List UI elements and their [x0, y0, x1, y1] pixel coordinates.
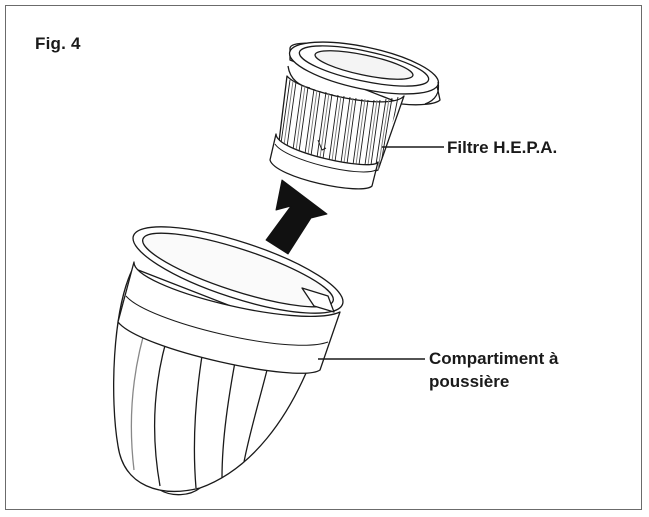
- dust-compartment-opening-inner: [142, 232, 334, 308]
- dust-compartment-collar: [117, 261, 341, 374]
- hepa-filter-icon: [269, 41, 441, 190]
- callout-hepa-filter: Filtre H.E.P.A.: [447, 136, 557, 159]
- figure-label: Fig. 4: [35, 34, 81, 53]
- insert-arrow-icon: [265, 179, 328, 255]
- dust-compartment-icon: [113, 226, 344, 496]
- figure-frame: [5, 5, 642, 510]
- callout-hepa-filter-text: Filtre H.E.P.A.: [447, 138, 558, 157]
- filter-bottom-collar: [269, 133, 379, 190]
- callout-dust-compartment: Compartiment à poussière: [429, 347, 558, 393]
- filter-top-rim-core: [314, 50, 414, 80]
- callout-dust-compartment-line1: Compartiment à: [429, 349, 559, 368]
- callout-dust-compartment-line2: poussière: [429, 372, 510, 391]
